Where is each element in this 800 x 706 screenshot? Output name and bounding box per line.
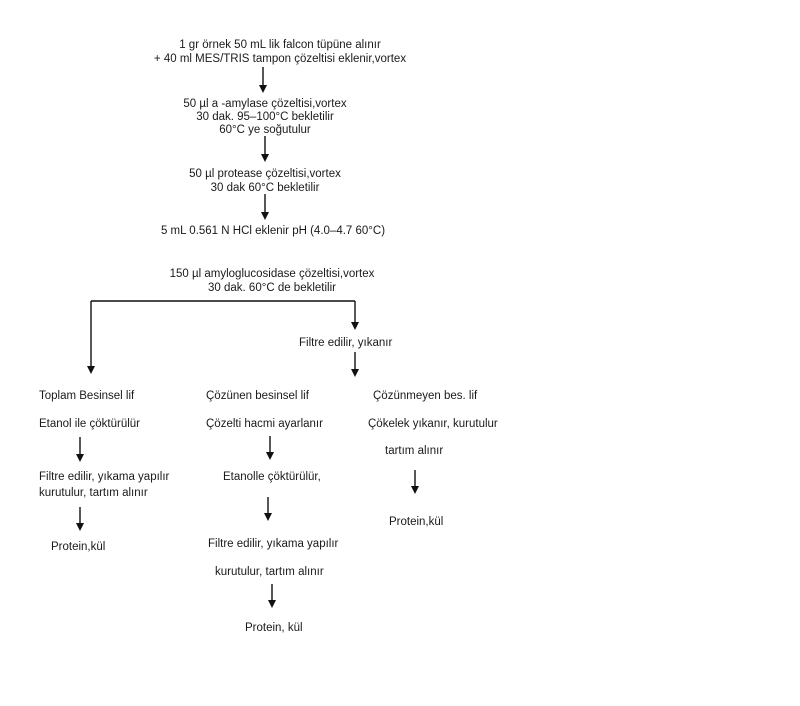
insoluble-branch-result: Protein,kül [389,516,444,528]
total-branch-step2-line1: Filtre edilir, yıkama yapılır [39,471,170,483]
step2-line3: 60°C ye soğutulur [219,124,311,136]
total-branch-title: Toplam Besinsel lif [39,390,135,402]
arrow-total-1 [76,437,84,462]
total-branch-step1: Etanol ile çöktürülür [39,418,140,430]
soluble-branch-step2: Etanolle çöktürülür, [223,471,321,483]
arrow-step1-to-step2 [259,67,267,93]
arrow-step3-to-step4 [261,194,269,220]
step5-line1: 150 µl amyloglucosidase çözeltisi,vortex [169,268,375,280]
arrow-total-2 [76,507,84,531]
arrow-insoluble-1 [411,470,419,494]
total-branch-result: Protein,kül [51,541,106,553]
arrow-step2-to-step3 [261,136,269,162]
insoluble-branch-title: Çözünmeyen bes. lif [373,390,478,402]
arrow-soluble-2 [264,497,272,521]
arrow-filter-to-branches [351,352,359,377]
arrow-to-total-branch [87,301,95,374]
step2-line1: 50 µl a -amylase çözeltisi,vortex [183,98,347,110]
soluble-branch-step1: Çözelti hacmi ayarlanır [206,418,323,430]
step2-line2: 30 dak. 95–100°C bekletilir [196,111,334,123]
soluble-branch-result: Protein, kül [245,622,303,634]
arrow-soluble-1 [266,436,274,460]
soluble-branch-title: Çözünen besinsel lif [206,390,309,402]
insoluble-branch-step2: tartım alınır [385,445,444,457]
total-branch-step2-line2: kurutulur, tartım alınır [39,487,148,499]
arrow-to-filter [351,301,359,330]
arrow-soluble-3 [268,584,276,608]
soluble-branch-step4: kurutulur, tartım alınır [215,566,324,578]
step1-line2: + 40 ml MES/TRIS tampon çözeltisi ekleni… [153,53,407,65]
step3-line2: 30 dak 60°C bekletilir [210,182,320,194]
step3-line1: 50 µl protease çözeltisi,vortex [189,168,341,180]
step4-line1: 5 mL 0.561 N HCl eklenir pH (4.0–4.7 60°… [160,225,386,237]
step1-line1: 1 gr örnek 50 mL lik falcon tüpüne alını… [179,39,381,51]
insoluble-branch-step1: Çökelek yıkanır, kurutulur [368,418,498,430]
filter-step: Filtre edilir, yıkanır [299,337,393,349]
step5-line2: 30 dak. 60°C de bekletilir [208,282,336,294]
soluble-branch-step3: Filtre edilir, yıkama yapılır [208,538,339,550]
